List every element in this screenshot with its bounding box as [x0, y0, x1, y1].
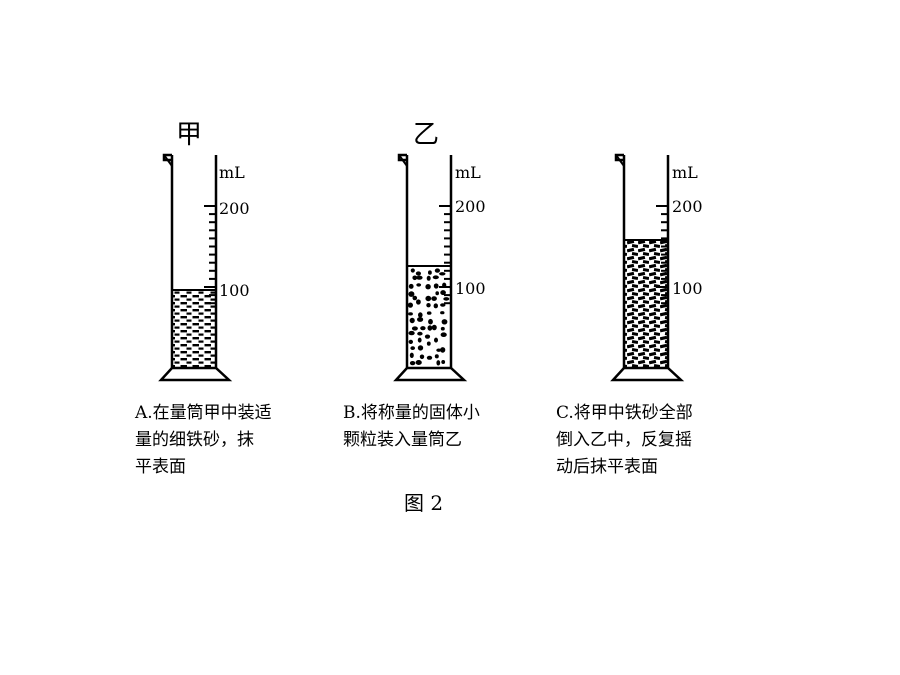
unit-label: mL [672, 163, 698, 182]
granule [431, 296, 437, 301]
cylinder-label: 甲 [176, 120, 202, 150]
granule [424, 334, 431, 339]
granule [409, 317, 415, 324]
granule [440, 332, 447, 338]
granule [408, 312, 413, 316]
granule [425, 295, 432, 302]
granule [435, 291, 440, 296]
granule [407, 302, 413, 308]
scale-ticks [439, 205, 451, 305]
granule [440, 311, 445, 315]
cylinder-spout [398, 154, 408, 167]
scale-ticks [204, 205, 216, 305]
granule [441, 319, 448, 325]
granule [408, 283, 414, 289]
granule [426, 311, 432, 315]
granule [441, 360, 446, 364]
granule [440, 347, 446, 353]
granule [440, 326, 445, 331]
scale-ticks [656, 205, 668, 305]
tick-label-100: 100 [455, 279, 486, 298]
granule [439, 272, 446, 276]
granule [436, 360, 441, 366]
granule [411, 326, 418, 331]
cylinder-spout [615, 154, 625, 167]
granule [416, 283, 422, 287]
tick-label-200: 200 [455, 197, 486, 216]
granule [416, 299, 421, 305]
caption-line: 动后抹平表面 [556, 457, 658, 477]
granule [415, 360, 422, 365]
granule [426, 341, 431, 346]
granule [420, 326, 426, 331]
granule [415, 271, 421, 276]
granule [408, 339, 413, 344]
granule [408, 330, 415, 336]
cylinder-c: mL 200 100 C.将甲中铁砂全部 倒入乙中，反复摇 动后抹平表面 [556, 153, 703, 477]
granule [412, 295, 418, 301]
tick-label-100: 100 [219, 281, 250, 300]
granule [434, 354, 439, 359]
granule [433, 283, 439, 289]
granule [426, 303, 431, 308]
caption-line: 平表面 [135, 457, 186, 477]
granule [428, 270, 432, 275]
cylinder-spout [163, 154, 173, 167]
cylinder-b: 乙 mL 200 100 B.将称量的固体小 颗粒装入量筒乙 [343, 120, 486, 450]
cylinder-base [158, 366, 233, 382]
solid-granules-fill [407, 268, 450, 366]
unit-label: mL [219, 163, 245, 182]
cylinder-base [393, 366, 468, 382]
granule [425, 284, 431, 290]
granule [418, 312, 423, 318]
iron-sand-fill [173, 290, 215, 368]
granule [417, 317, 424, 322]
granule [427, 325, 433, 331]
granule [417, 331, 423, 336]
granule [436, 348, 442, 352]
granule [434, 268, 440, 273]
granule [410, 346, 416, 350]
granule [417, 345, 424, 351]
caption-line: A.在量筒甲中装适 [134, 403, 272, 423]
cylinder-base [610, 366, 685, 382]
granule [433, 303, 438, 309]
figure-title: 图 2 [404, 491, 443, 515]
cylinder-label: 乙 [413, 120, 439, 150]
granule [409, 361, 416, 366]
granule [417, 337, 422, 343]
granule [408, 291, 415, 297]
caption-line: B.将称量的固体小 [343, 403, 480, 423]
granule [410, 268, 415, 273]
granule [443, 297, 450, 301]
caption-line: 量的细铁砂，抹 [135, 430, 254, 450]
granule [426, 275, 431, 281]
granule [416, 275, 423, 280]
mixed-fill [625, 240, 667, 368]
granule [428, 318, 433, 325]
granule [434, 337, 438, 343]
unit-label: mL [455, 163, 481, 182]
granule [431, 324, 437, 331]
caption-line: 颗粒装入量筒乙 [343, 430, 462, 450]
tick-label-100: 100 [672, 279, 703, 298]
granule [409, 352, 414, 358]
tick-label-200: 200 [219, 199, 250, 218]
granule [432, 275, 439, 280]
granule [440, 290, 446, 296]
caption-line: C.将甲中铁砂全部 [556, 403, 693, 423]
granule [426, 355, 433, 360]
cylinder-a: 甲 mL 200 100 A.在量筒甲中装适 量的细铁砂，抹 平表面 [134, 120, 272, 477]
caption-line: 倒入乙中，反复摇 [556, 430, 692, 450]
tick-label-200: 200 [672, 197, 703, 216]
granule [419, 354, 425, 360]
granule [412, 275, 418, 281]
